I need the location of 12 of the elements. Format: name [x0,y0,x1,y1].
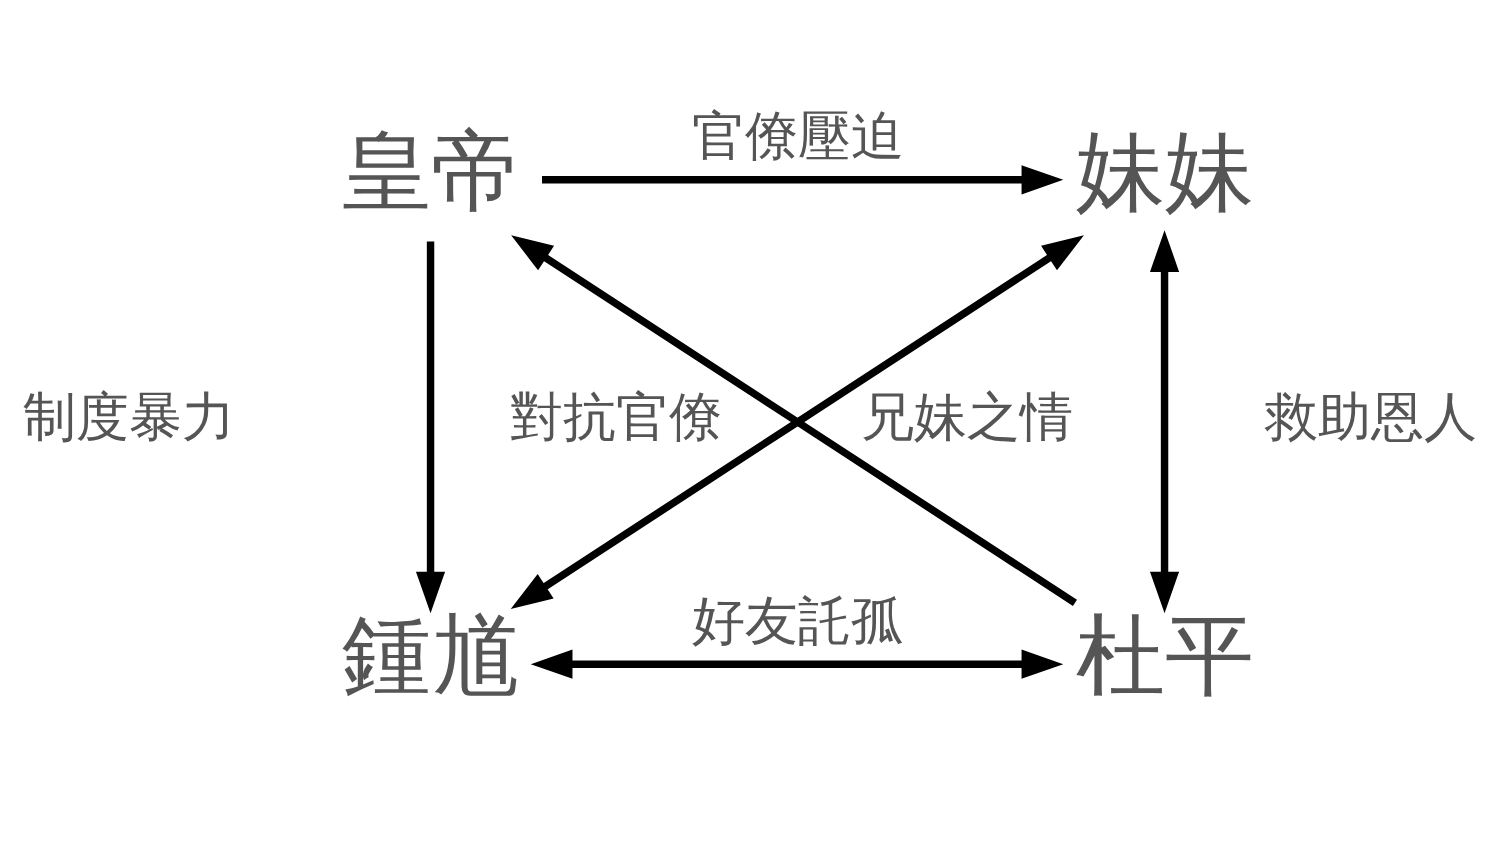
edge-label: 對抗官僚 [510,385,723,449]
edge-label: 制度暴力 [22,385,235,449]
arrow [1149,230,1180,614]
edge-label: 好友託孤 [691,588,904,652]
node-text: 皇帝 [341,119,520,224]
edge-label: 官僚壓迫 [691,104,904,168]
arrow [530,649,1064,679]
node-text: 鍾馗 [341,603,520,708]
edge-label: 救助恩人 [1265,385,1478,449]
node-text: 杜平 [1075,603,1254,708]
node-text: 妹妹 [1075,119,1254,224]
edge-label: 兄妹之情 [860,385,1073,449]
